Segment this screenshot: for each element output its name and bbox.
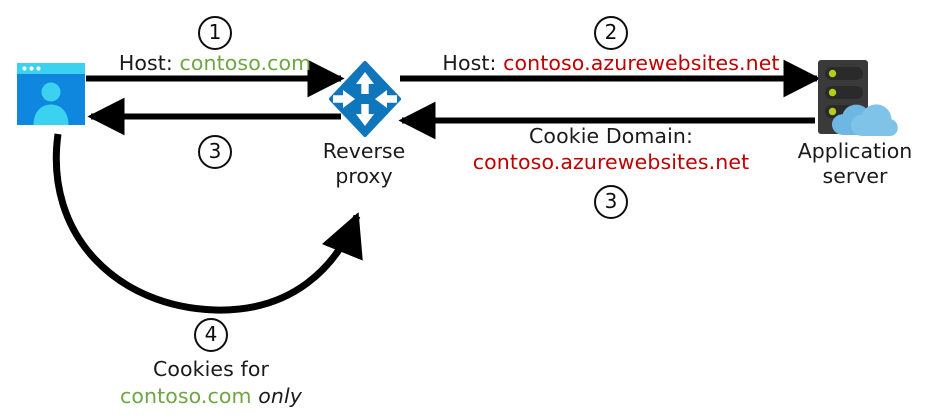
step-1-label: Host: contoso.com [119, 52, 311, 75]
browser-window-user-icon [17, 63, 85, 125]
step-4-suffix: only [251, 384, 303, 408]
reverse-proxy-diamond-icon [329, 61, 401, 137]
step-4-line1: Cookies for [152, 357, 270, 381]
proxy-label: Reverse proxy [323, 139, 405, 188]
step-4-value: contoso.com [119, 384, 252, 408]
step-3-right-badge: 3 [594, 185, 628, 219]
step-1-label-prefix: Host: [118, 51, 180, 75]
server-label-line1: Application [797, 139, 913, 163]
step-2-badge: 2 [594, 16, 628, 50]
step-3-right-title: Cookie Domain: [529, 124, 693, 148]
step-3-right-value: contoso.azurewebsites.net [472, 150, 750, 174]
step-2-label-prefix: Host: [442, 51, 504, 75]
application-server-cloud-icon [818, 60, 898, 136]
step-4-line2: contoso.com only [120, 385, 302, 408]
step-2-label-value: contoso.azurewebsites.net [503, 51, 780, 75]
server-label-line2: server [822, 163, 888, 188]
arrow-cookies-curve [52, 133, 363, 314]
step-1-label-value: contoso.com [179, 51, 312, 75]
step-2-label: Host: contoso.azurewebsites.net [442, 52, 779, 75]
proxy-label-line1: Reverse [322, 139, 406, 163]
server-label: Application server [798, 139, 913, 188]
step-4-badge: 4 [194, 318, 228, 352]
proxy-label-line2: proxy [335, 163, 393, 188]
step-3-left-badge: 3 [198, 135, 232, 169]
step-1-badge: 1 [198, 16, 232, 50]
